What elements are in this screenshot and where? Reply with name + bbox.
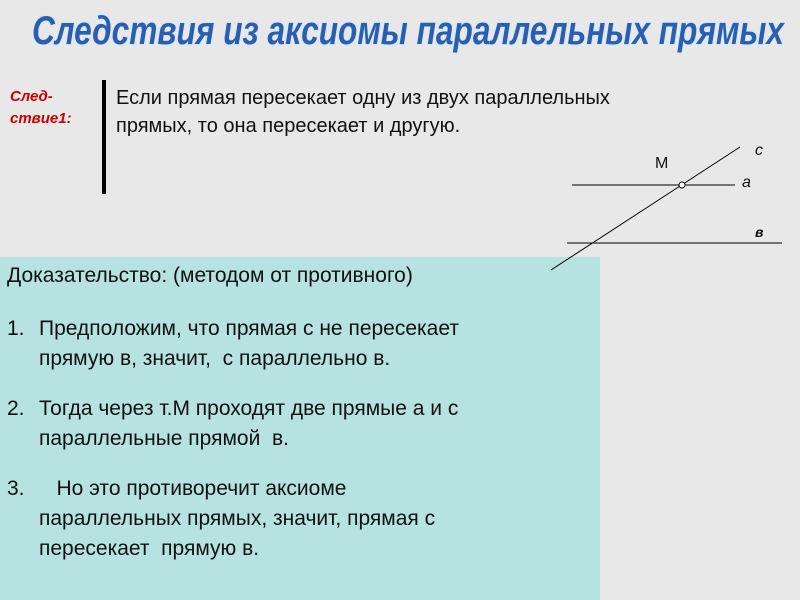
corollary-statement: Если прямая пересекает одну из двух пара…: [116, 84, 756, 140]
step-line: прямую в, значит, с параллельно в.: [39, 347, 391, 370]
proof-title: Доказательство: (методом от противного): [7, 264, 413, 287]
line-c: [550, 146, 741, 271]
label-a: а: [742, 174, 751, 191]
statement-line2: прямых, то она пересекает и другую.: [116, 115, 461, 137]
step-line: Но это противоречит аксиоме: [39, 477, 347, 500]
step-line: параллельные прямой в.: [39, 427, 289, 450]
proof-step-2: 2. Тогда через т.М проходят две прямые а…: [7, 394, 597, 454]
step-line: параллельных прямых, значит, прямая с: [39, 507, 436, 530]
label-b: в: [755, 224, 764, 240]
step-number: 3.: [7, 477, 25, 500]
step-number: 1.: [7, 317, 25, 340]
step-line: пересекает прямую в.: [39, 537, 260, 560]
page-title-text: Следствия из аксиомы параллельных прямых: [32, 9, 785, 53]
page-title: Следствия из аксиомы параллельных прямых: [0, 0, 800, 60]
corollary-label-line1: След-: [10, 88, 53, 105]
label-c: с: [755, 142, 763, 159]
corollary-label: След- ствие1:: [10, 86, 100, 130]
corollary-label-line2: ствие1:: [10, 110, 72, 127]
step-line: Тогда через т.М проходят две прямые а и …: [39, 397, 459, 420]
divider-bar: [102, 80, 106, 194]
label-m: М: [655, 155, 668, 172]
proof-step-3: 3. Но это противоречит аксиоме параллель…: [7, 474, 597, 564]
statement-line1: Если прямая пересекает одну из двух пара…: [116, 87, 610, 109]
proof-step-1: 1. Предположим, что прямая с не пересека…: [7, 314, 597, 374]
point-m: [678, 181, 686, 189]
step-line: Предположим, что прямая с не пересекает: [39, 317, 459, 340]
proof-box: [0, 257, 600, 600]
step-number: 2.: [7, 397, 25, 420]
